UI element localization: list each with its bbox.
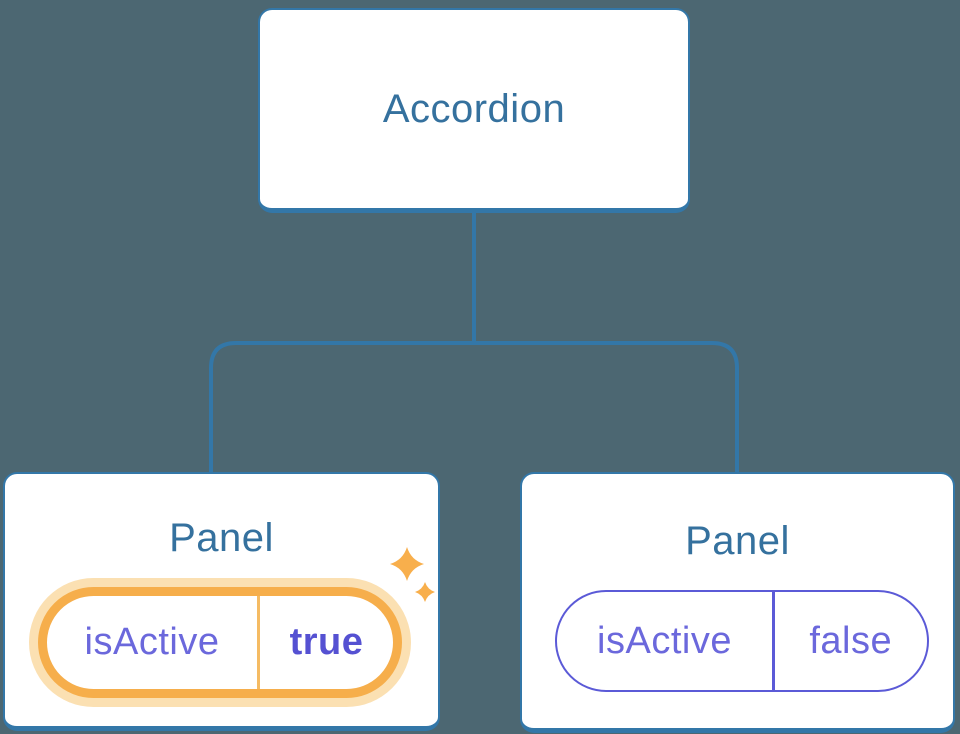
- state-value: false: [809, 619, 893, 662]
- panel-component-node-inactive: Panel isActive false: [520, 472, 955, 733]
- state-pill-highlight-halo: isActive true: [29, 578, 411, 707]
- state-name: isActive: [84, 621, 220, 663]
- panel-label: Panel: [685, 519, 790, 563]
- accordion-component-node: Accordion: [258, 8, 690, 213]
- pill-divider: [257, 596, 260, 689]
- connector-branch: [209, 341, 739, 472]
- panel-component-node-active: Panel isActive true: [3, 472, 440, 731]
- state-pill-inactive: isActive false: [555, 590, 929, 692]
- accordion-label: Accordion: [382, 87, 566, 131]
- state-value: true: [289, 621, 364, 663]
- state-name: isActive: [597, 619, 732, 662]
- sparkle-small-icon: [415, 582, 435, 602]
- state-pill-active: isActive true: [38, 587, 402, 698]
- panel-label: Panel: [169, 516, 274, 560]
- pill-divider: [772, 592, 775, 690]
